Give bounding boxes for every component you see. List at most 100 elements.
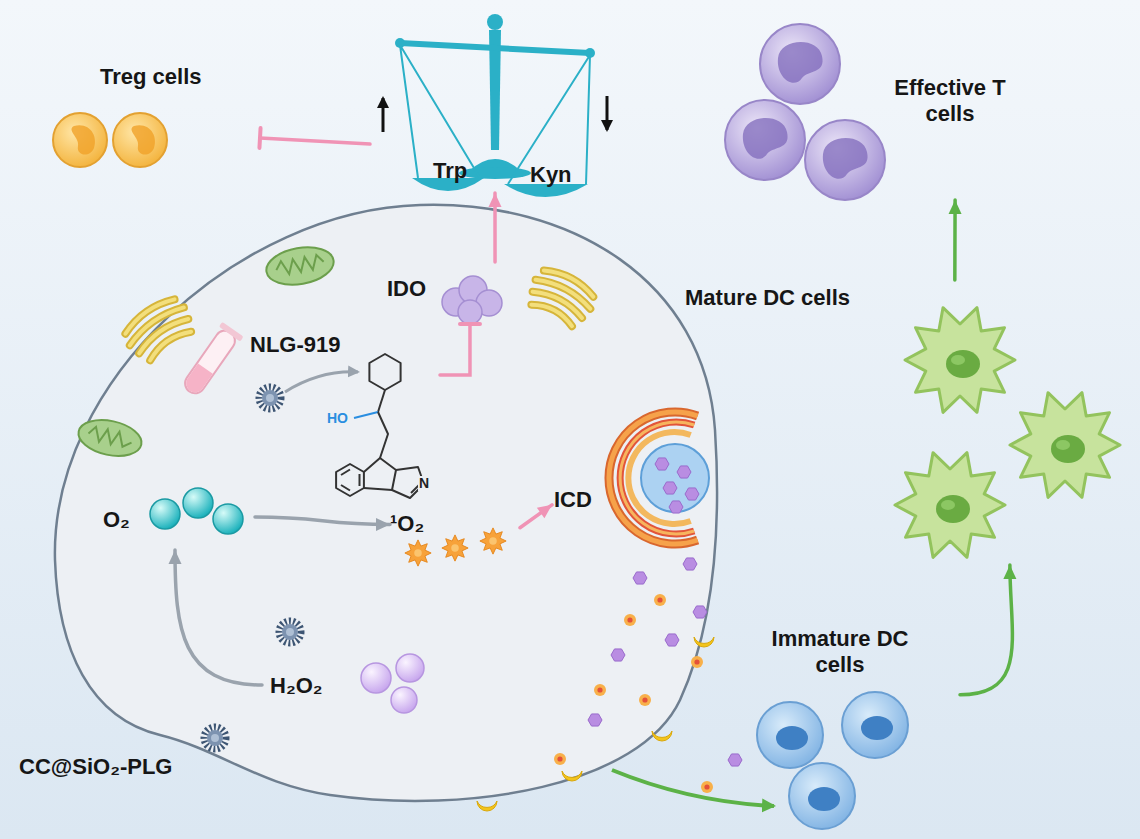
damp-molecules [693, 606, 707, 618]
immature-dc-group: Immature DC cells [720, 622, 960, 830]
damp-molecules [669, 501, 683, 513]
release-arrow [612, 770, 774, 806]
damp-molecules [554, 753, 566, 765]
damp-molecules [701, 781, 713, 793]
connector-line [520, 505, 552, 528]
nlg919-structure [336, 354, 424, 498]
node-label: Immature DC cells [755, 626, 925, 679]
test-tube [183, 363, 213, 395]
icd-site: ICD [552, 485, 604, 518]
immature-dc-cells [757, 702, 823, 768]
damp-molecules [663, 482, 677, 494]
node-label: O₂ [103, 507, 130, 533]
mitochondrion [75, 415, 145, 462]
balance [400, 40, 590, 56]
node-label: Kyn [530, 162, 572, 188]
release-arrow [285, 372, 358, 392]
nanoparticle-name: CC@SiO₂-PLG [15, 752, 220, 786]
singlet-oxygen [405, 540, 431, 566]
mature-dc-cells [895, 308, 1120, 558]
mitochondrion [275, 254, 325, 276]
connector-line [175, 550, 262, 685]
nlg919-structure [369, 354, 400, 390]
connector-line [260, 138, 370, 144]
arrowhead [460, 322, 480, 326]
nlg919-structure [341, 470, 360, 491]
node-label: NLG-919 [250, 332, 340, 358]
connector-line [255, 517, 390, 525]
nlg919-structure [378, 390, 385, 412]
connector [255, 517, 390, 531]
damp-molecules [652, 731, 672, 741]
trend-arrows [606, 96, 609, 130]
nanoparticle [259, 387, 281, 409]
connector [169, 550, 263, 685]
cell-membrane [55, 205, 717, 801]
mature-dc-cells [905, 308, 1015, 413]
nlg919-structure [364, 458, 396, 490]
endoplasmic-reticulum [609, 412, 709, 544]
arrowhead [1003, 565, 1016, 579]
connector [259, 128, 370, 148]
damp-molecules [685, 488, 699, 500]
golgi [147, 327, 191, 361]
connector [960, 565, 1016, 695]
balance [487, 14, 503, 30]
treg-cells [113, 113, 167, 167]
balance-scale: Trp Kyn [370, 5, 620, 193]
singlet-oxygen [442, 535, 468, 561]
mature-dc-group: Mature DC cells [680, 280, 1135, 565]
connector-line [440, 324, 470, 375]
connector [949, 200, 962, 280]
mitochondrion [263, 242, 336, 289]
damp-molecules [611, 649, 625, 661]
damp-molecules [639, 694, 651, 706]
golgi [119, 293, 197, 365]
damp-molecules [655, 458, 669, 470]
nanoparticle [279, 621, 301, 643]
immature-dc-cells [757, 692, 908, 829]
node-label: ICD [554, 487, 592, 513]
ido-protein [442, 276, 502, 324]
mitochondrion [263, 242, 336, 289]
effector-t-cells [725, 24, 885, 200]
trend-arrows [382, 98, 385, 132]
node-label: CC@SiO₂-PLG [19, 754, 172, 780]
h2o2-spheres [361, 663, 391, 693]
enzyme: IDO [385, 262, 525, 324]
h2o2-spheres [361, 654, 424, 713]
node-label: IDO [387, 276, 426, 302]
damp-molecules [562, 771, 582, 781]
singlet-oxygen [480, 528, 506, 554]
golgi [531, 299, 574, 326]
arrowhead [949, 200, 962, 214]
mitochondrion [87, 426, 133, 449]
immature-dc-cells [789, 763, 855, 829]
golgi [147, 327, 191, 361]
effector-t-cells [805, 120, 885, 200]
effector-t-cells [760, 24, 840, 104]
mature-dc-cells [895, 453, 1005, 558]
arrowhead [537, 505, 552, 518]
golgi [531, 299, 574, 326]
treg-group: Treg cells [30, 60, 260, 180]
node-label: Trp [433, 158, 467, 184]
connector [489, 193, 502, 262]
damp-molecules [624, 614, 636, 626]
mature-dc-cells [1010, 393, 1120, 498]
nanoparticle [204, 727, 226, 749]
damp-molecules [728, 754, 742, 766]
trend-arrows [383, 96, 607, 132]
oxygen-spheres [150, 499, 180, 529]
damp-molecules [665, 634, 679, 646]
test-tube [181, 327, 239, 397]
node-label: H₂O₂ [270, 673, 323, 699]
damp-molecules [594, 684, 606, 696]
node-label: Mature DC cells [685, 285, 850, 311]
damp-molecules [633, 572, 647, 584]
node-label: Treg cells [100, 64, 202, 90]
damp-molecules [588, 714, 602, 726]
